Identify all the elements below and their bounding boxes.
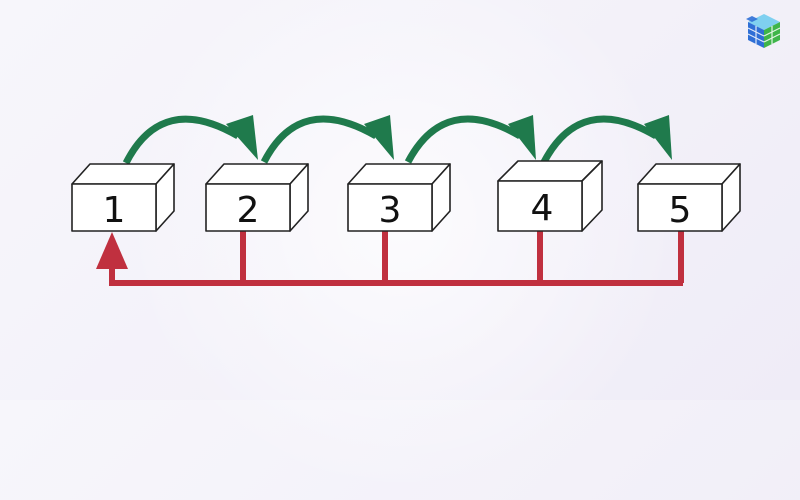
box-4-front <box>497 180 583 232</box>
isometric-cube-stack-logo-icon <box>746 14 781 48</box>
return-path <box>109 231 684 286</box>
queue-diagram: 1 2 3 4 5 <box>71 14 781 286</box>
box-1-front <box>71 183 157 232</box>
box-3-front <box>347 183 433 232</box>
queue-box-5 <box>637 163 741 232</box>
forward-arrowhead-3-4 <box>508 115 536 160</box>
forward-arrow-2-3 <box>260 115 378 164</box>
forward-arrowhead-2-3 <box>364 115 394 160</box>
queue-box-4 <box>497 160 603 232</box>
box-5-front <box>637 183 723 232</box>
box-1-label: 1 <box>103 190 126 231</box>
forward-arrowhead-1-2 <box>226 115 258 160</box>
queue-box-2 <box>205 163 309 232</box>
box-5-label: 5 <box>669 190 692 231</box>
return-arrowhead <box>96 232 128 269</box>
forward-arrowhead-4-5 <box>644 115 672 160</box>
diagram-canvas: 1 2 3 4 5 <box>71 0 781 500</box>
box-2-front <box>205 183 291 232</box>
forward-arrow-3-4 <box>404 115 522 164</box>
forward-arrow-1-2 <box>122 115 240 165</box>
box-2-label: 2 <box>237 190 260 231</box>
forward-arrowheads <box>226 115 672 160</box>
queue-box-1 <box>71 163 175 232</box>
box-4-label: 4 <box>531 188 554 229</box>
queue-box-3 <box>347 163 451 232</box>
forward-arrow-4-5 <box>540 115 658 164</box>
forward-arrows <box>122 115 658 165</box>
box-3-label: 3 <box>379 190 402 231</box>
